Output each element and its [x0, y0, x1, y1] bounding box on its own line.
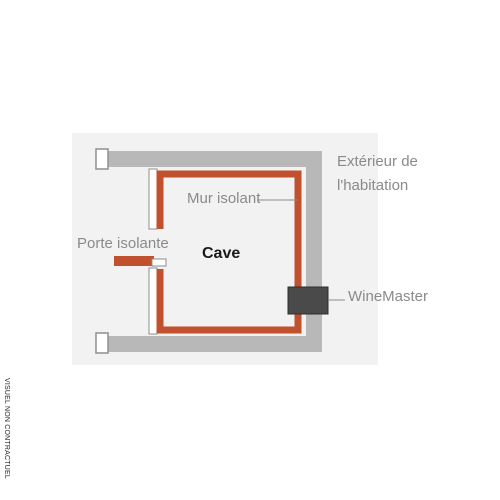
door-frame	[151, 258, 167, 267]
outer-wall-bottom	[106, 336, 322, 352]
inner-left-wall-lower	[148, 267, 158, 335]
outer-wall-top	[106, 151, 322, 167]
winemaster-unit	[287, 286, 329, 315]
cellar-label: Cave	[202, 245, 241, 262]
insulating-wall-label: Mur isolant	[187, 190, 261, 207]
exterior-label-line1: Extérieur de	[337, 153, 418, 170]
insulating-door	[114, 256, 154, 266]
disclaimer-text: VISUEL NON CONTRACTUEL	[3, 378, 10, 479]
insulating-door-label: Porte isolante	[77, 235, 169, 252]
exterior-label-line2: l'habitation	[337, 177, 409, 194]
insulating-wall	[156, 170, 302, 334]
wall-end-cap-top	[95, 148, 109, 170]
wall-end-cap-bottom	[95, 332, 109, 354]
inner-left-wall-upper	[148, 168, 158, 230]
winemaster-label: WineMaster	[348, 288, 429, 305]
outer-wall-right	[306, 151, 322, 352]
